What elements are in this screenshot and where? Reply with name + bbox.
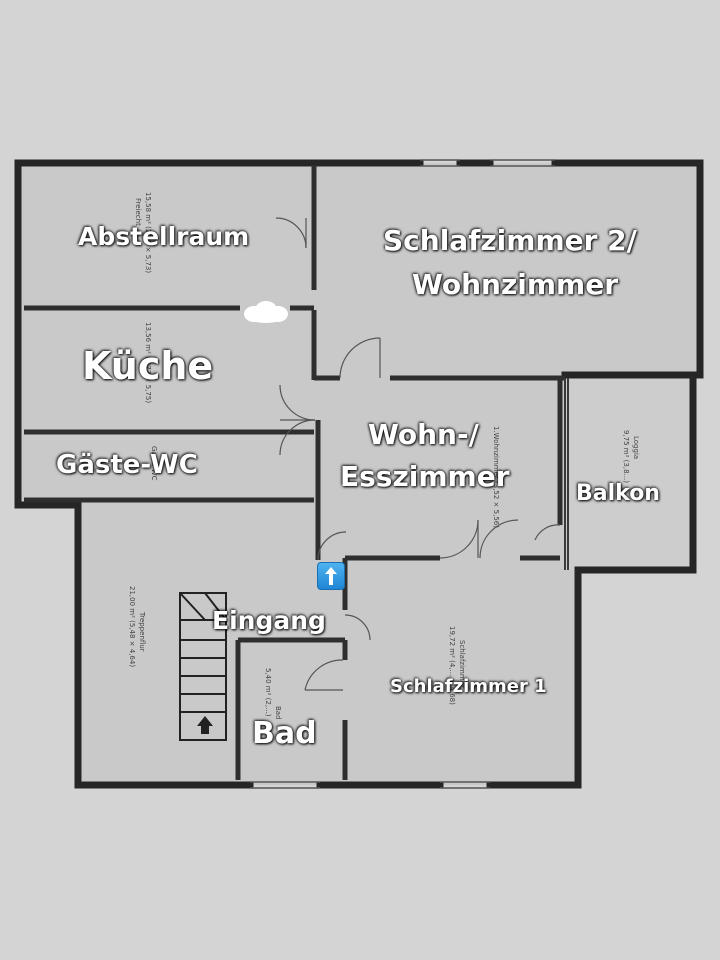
up-arrow-icon: [317, 562, 345, 590]
room-label-schlafzimmer2-line2: Wohnzimmer: [412, 268, 619, 301]
annotation-loggia: Loggia: [632, 436, 640, 460]
annotation-loggia-area: 9,75 m² (3,8...): [622, 430, 630, 483]
room-label-balkon: Balkon: [576, 481, 660, 506]
room-label-schlafzimmer1: Schlafzimmer 1: [390, 676, 547, 697]
stair-arrow-icon: [197, 716, 213, 734]
room-label-kueche: Küche: [82, 344, 214, 388]
room-label-schlafzimmer2-line1: Schlafzimmer 2/: [383, 224, 637, 257]
annotation-treppenflur: Treppenflur: [138, 612, 146, 652]
room-label-wohn-line2: Esszimmer: [340, 460, 510, 493]
room-label-eingang: Eingang: [212, 606, 326, 635]
room-label-wohn-line1: Wohn-/: [368, 418, 479, 451]
cloud-icon: [244, 301, 288, 323]
room-label-abstellraum: Abstellraum: [78, 222, 250, 251]
room-label-gaeste-wc: Gäste-WC: [56, 450, 198, 480]
room-label-bad: Bad: [252, 716, 317, 751]
annotation-bad-area: 5,40 m² (2,...): [264, 668, 272, 717]
annotation-treppenflur-area: 21,00 m² (5,48 × 4,64): [128, 586, 136, 668]
